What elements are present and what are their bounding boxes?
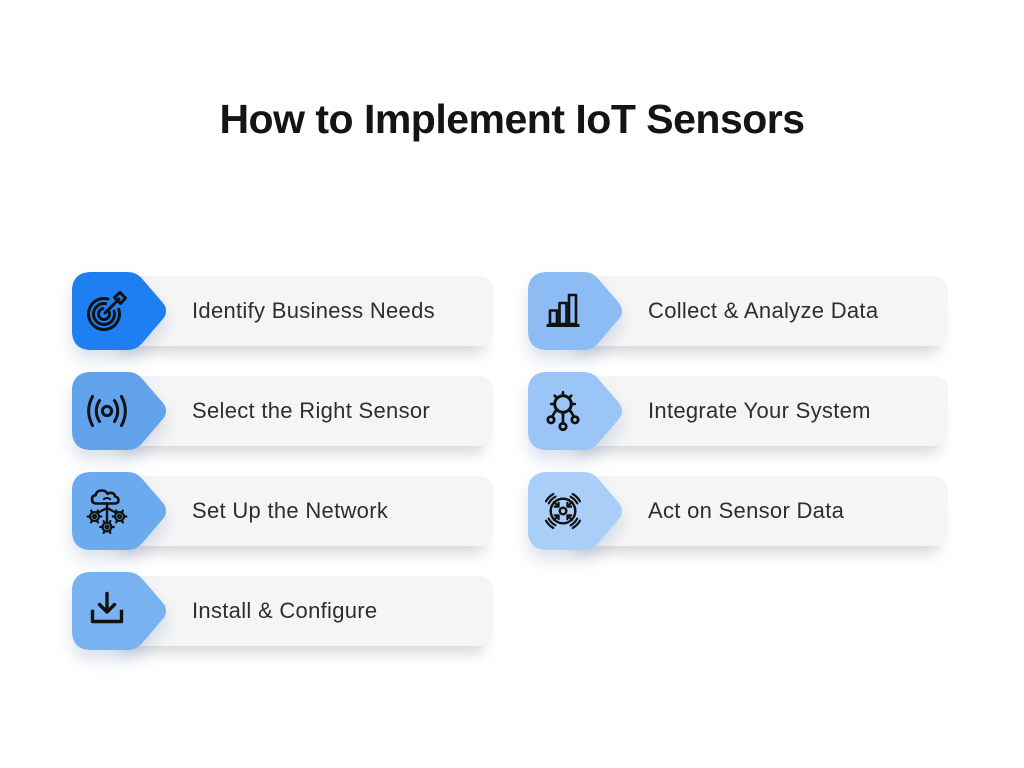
integration-gear-icon (539, 387, 587, 435)
step-item: Integrate Your System (528, 372, 948, 450)
step-pill (564, 476, 948, 546)
target-dart-icon (83, 287, 131, 335)
sensor-signal-icon (83, 387, 131, 435)
step-label: Integrate Your System (648, 398, 871, 423)
step-pill (108, 476, 493, 546)
step-badge (72, 472, 166, 550)
step-label: Act on Sensor Data (648, 498, 845, 523)
download-icon (83, 587, 131, 635)
step-pill (108, 276, 493, 346)
step-label: Set Up the Network (192, 498, 389, 523)
page-title: How to Implement IoT Sensors (219, 96, 805, 142)
sensor-action-icon (539, 487, 587, 535)
step-item: Set Up the Network (72, 472, 493, 550)
step-item: Install & Configure (72, 572, 493, 650)
step-label: Install & Configure (192, 598, 378, 623)
step-item: Collect & Analyze Data (528, 272, 948, 350)
step-pill (564, 376, 948, 446)
step-label: Identify Business Needs (192, 298, 435, 323)
cloud-gears-icon (83, 487, 131, 535)
step-pill (108, 376, 493, 446)
bar-chart-icon (539, 287, 587, 335)
step-pill (108, 576, 493, 646)
step-item: Act on Sensor Data (528, 472, 948, 550)
step-badge (528, 372, 622, 450)
step-pill (564, 276, 948, 346)
step-label: Collect & Analyze Data (648, 298, 879, 323)
step-badge (72, 572, 166, 650)
step-item: Select the Right Sensor (72, 372, 493, 450)
step-label: Select the Right Sensor (192, 398, 431, 423)
step-item: Identify Business Needs (72, 272, 493, 350)
